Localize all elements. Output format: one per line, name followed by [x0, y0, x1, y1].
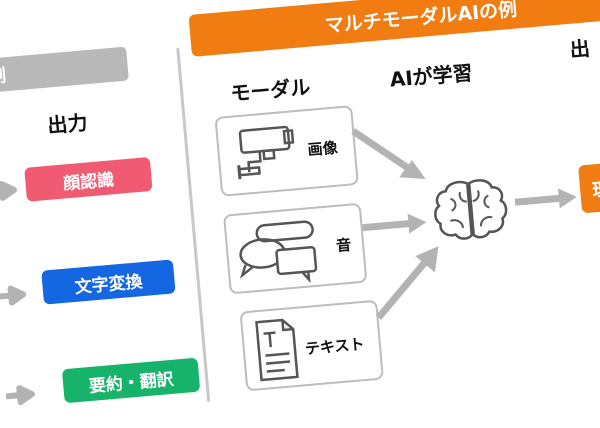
output-label: 顔認識 [62, 169, 115, 195]
output-partial-label: 理 [591, 178, 600, 202]
document-icon [255, 318, 299, 382]
left-arrow-1 [0, 180, 18, 201]
input-label-image: 画像 [306, 138, 339, 160]
input-card-sound: 音 [222, 202, 368, 295]
left-arrow-2 [0, 285, 27, 306]
arrow-text-to-brain [375, 246, 439, 320]
modal-header: モーダル [229, 74, 312, 106]
brain-icon [434, 179, 508, 240]
right-banner-text: マルチモーダルAIの例 [323, 0, 518, 37]
right-banner: マルチモーダルAIの例 [188, 0, 600, 57]
input-card-image: 画像 [214, 105, 359, 197]
input-card-text: テキスト [239, 299, 384, 392]
camera-icon [237, 125, 295, 180]
left-banner: 例 [0, 46, 129, 96]
left-output-header: 出力 [46, 110, 89, 138]
input-label-text: テキスト [304, 334, 366, 359]
output-header-partial: 出 [568, 36, 591, 62]
input-label-sound: 音 [335, 235, 352, 255]
learning-header: AIが学習 [388, 60, 474, 92]
left-arrow-3 [5, 385, 35, 406]
output-label: 文字変換 [73, 271, 144, 298]
output-label: 要約・翻訳 [88, 369, 175, 397]
output-text-conversion: 文字変換 [41, 259, 176, 305]
arrow-image-to-brain [351, 128, 426, 179]
left-banner-text: 例 [0, 65, 7, 88]
output-summarize-translate: 要約・翻訳 [61, 357, 201, 404]
output-partial-block: 理 [578, 160, 600, 214]
arrow-brain-to-output [514, 188, 577, 209]
output-face-recognition: 顔認識 [24, 156, 153, 202]
panel-divider [176, 47, 211, 402]
speech-bubbles-icon [239, 220, 318, 284]
arrow-sound-to-brain [362, 213, 427, 234]
